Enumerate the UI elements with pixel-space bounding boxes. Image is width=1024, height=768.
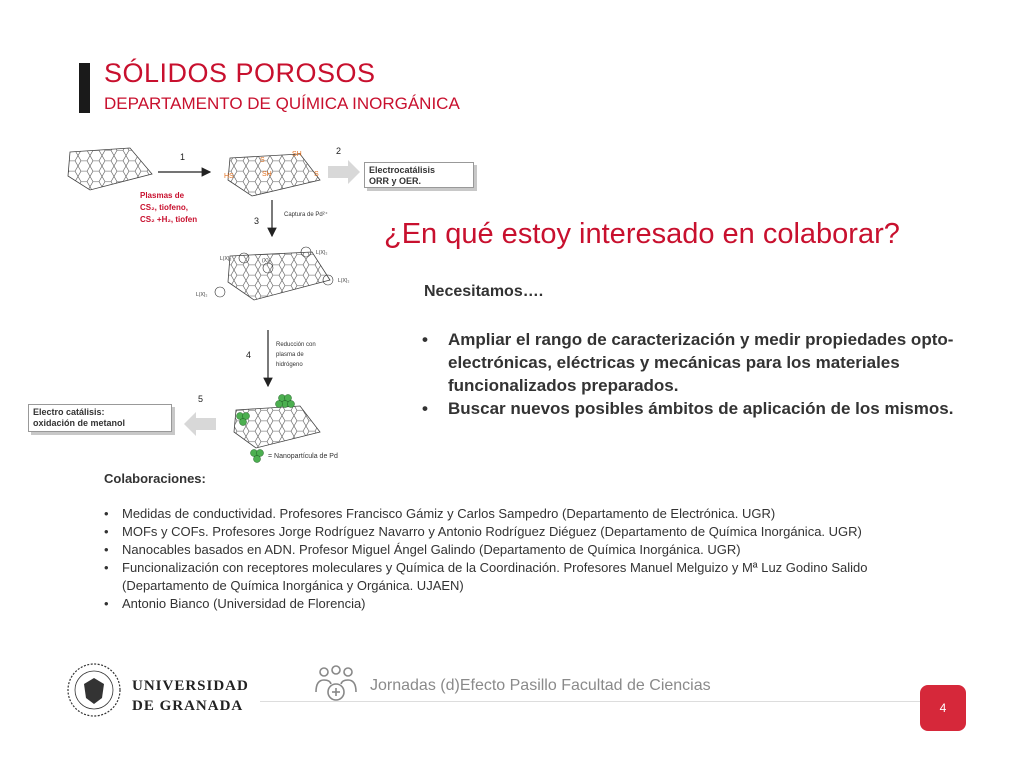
collaborations-heading: Colaboraciones:	[104, 471, 206, 486]
step-5-label: 5	[198, 394, 203, 404]
plasma-label-3: CS₂ +H₂, tiofen	[140, 215, 197, 224]
footer-divider	[260, 701, 920, 702]
capture-label: Captura de Pd²⁺	[284, 211, 328, 218]
svg-text:L(X)₂: L(X)₂	[338, 278, 349, 284]
reduction-label-3: hidrógeno	[276, 362, 303, 368]
reduction-label-2: plasma de	[276, 352, 304, 358]
electrocatalysis-line-1: Electrocatálisis	[369, 165, 436, 175]
collaboration-item: Medidas de conductividad. Profesores Fra…	[104, 505, 904, 523]
svg-text:L(X)₂: L(X)₂	[316, 250, 327, 256]
needs-item: Ampliar el rango de caracterización y me…	[420, 328, 980, 397]
title-accent-bar	[79, 63, 90, 113]
needs-item: Buscar nuevos posibles ámbitos de aplica…	[420, 397, 980, 420]
eagle-emblem-icon	[84, 678, 104, 704]
svg-text:(X)₂: (X)₂	[262, 258, 271, 264]
step-3-label: 3	[254, 216, 259, 226]
graphene-sheet-sulfur: S SH HS SH S	[224, 151, 321, 197]
methanol-oxidation-box: Electro catálisis: oxidación de metanol	[28, 404, 172, 432]
people-group-icon	[314, 664, 358, 704]
collaboration-question: ¿En qué estoy interesado en colaborar?	[384, 218, 900, 250]
university-logo: UNIVERSIDAD DE GRANADA	[66, 660, 266, 720]
arrow-step-5	[184, 412, 216, 436]
svg-text:S: S	[260, 157, 265, 164]
step-4-label: 4	[246, 350, 251, 360]
electrocatalysis-line-2: ORR y OER.	[369, 176, 422, 186]
reduction-label-1: Reducción con	[276, 342, 316, 348]
svg-text:L(X)₂: L(X)₂	[196, 292, 207, 298]
electrocatalysis-box: Electrocatálisis ORR y OER.	[364, 162, 474, 188]
slide-subtitle: DEPARTAMENTO DE QUÍMICA INORGÁNICA	[104, 94, 460, 113]
graphene-sheet-pristine	[67, 147, 153, 191]
nanoparticle-legend-icon	[250, 449, 264, 463]
svg-text:S: S	[314, 171, 319, 178]
arrow-step-2	[328, 160, 360, 184]
collaboration-item: Funcionalización con receptores molecula…	[104, 559, 904, 595]
collaborations-list: Medidas de conductividad. Profesores Fra…	[104, 505, 904, 613]
graphene-sheet-pd-nanoparticles	[233, 394, 321, 449]
page-number-badge: 4	[920, 685, 966, 731]
collaboration-item: MOFs y COFs. Profesores Jorge Rodríguez …	[104, 523, 904, 541]
needs-list: Ampliar el rango de caracterización y me…	[420, 328, 980, 420]
collaboration-item: Antonio Bianco (Universidad de Florencia…	[104, 595, 904, 613]
step-2-label: 2	[336, 146, 341, 156]
plasma-label-2: CS₂, tiofeno,	[140, 203, 188, 212]
plasma-label-1: Plasmas de	[140, 191, 185, 200]
step-1-label: 1	[180, 152, 185, 162]
process-diagram: 1 Plasmas de CS₂, tiofeno, CS₂ +H₂, tiof…	[30, 140, 360, 470]
svg-text:SH: SH	[292, 151, 302, 158]
slide-title: SÓLIDOS POROSOS	[104, 58, 376, 88]
svg-text:L(X)₂: L(X)₂	[220, 256, 231, 262]
university-name-line-2: DE GRANADA	[132, 698, 243, 714]
nanoparticle-legend: = Nanopartícula de Pd	[268, 453, 338, 460]
graphene-sheet-pd-complex: L(X)₂ L(X)₂ L(X)₂ L(X)₂ (X)₂	[196, 246, 349, 301]
methanol-line-1: Electro catálisis:	[33, 407, 105, 417]
svg-text:HS: HS	[224, 173, 234, 180]
event-name: Jornadas (d)Efecto Pasillo Facultad de C…	[370, 677, 711, 694]
collaboration-item: Nanocables basados en ADN. Profesor Migu…	[104, 541, 904, 559]
university-name-line-1: UNIVERSIDAD	[132, 678, 249, 694]
methanol-line-2: oxidación de metanol	[33, 418, 126, 428]
needs-heading: Necesitamos….	[424, 283, 544, 300]
svg-text:SH: SH	[262, 171, 272, 178]
